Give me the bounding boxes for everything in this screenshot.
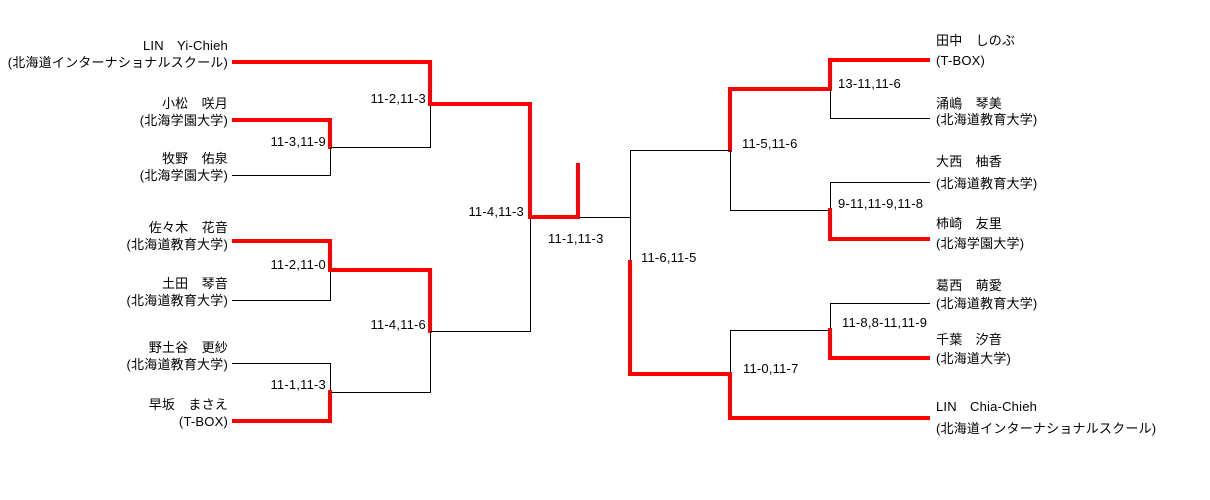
bracket-line bbox=[580, 217, 630, 218]
winner-path-line bbox=[328, 390, 332, 423]
bracket-line bbox=[730, 210, 830, 211]
winner-path-line bbox=[728, 372, 732, 420]
winner-path-line bbox=[828, 208, 832, 241]
player-name: 小松 咲月 bbox=[161, 96, 228, 111]
bracket-line bbox=[630, 150, 631, 263]
player-org: (北海道教育大学) bbox=[936, 296, 1038, 311]
winner-path-line bbox=[530, 215, 580, 219]
bracket-line bbox=[330, 392, 430, 393]
bracket-line bbox=[330, 270, 331, 301]
player-name: 佐々木 花音 bbox=[148, 220, 228, 235]
player-org: (北海道教育大学) bbox=[126, 293, 228, 308]
bracket-line bbox=[430, 331, 530, 332]
bracket-line bbox=[232, 300, 330, 301]
match-score: 11-4,11-6 bbox=[370, 317, 426, 332]
bracket-line bbox=[330, 147, 331, 176]
player-org: (北海道教育大学) bbox=[126, 237, 228, 252]
player-name: LIN Chia-Chieh bbox=[936, 399, 1038, 414]
match-score: 11-4,11-3 bbox=[468, 204, 524, 219]
bracket-line bbox=[730, 330, 731, 375]
winner-path-line bbox=[430, 102, 530, 106]
winner-path-line bbox=[828, 328, 832, 360]
winner-path-line bbox=[232, 60, 430, 64]
bracket-line bbox=[430, 104, 431, 148]
winner-path-line bbox=[830, 237, 930, 241]
winner-path-line bbox=[730, 416, 930, 420]
winner-path-line bbox=[428, 60, 432, 106]
player-name: 千葉 汐音 bbox=[936, 332, 1003, 347]
player-name: 葛西 萌愛 bbox=[936, 278, 1003, 293]
bracket-line bbox=[730, 330, 830, 331]
player-org: (T-BOX) bbox=[936, 53, 986, 68]
player-name: 土田 琴音 bbox=[161, 276, 228, 291]
match-score: 11-8,8-11,11-9 bbox=[842, 315, 928, 330]
winner-path-line bbox=[628, 260, 632, 376]
winner-path-line bbox=[576, 163, 580, 219]
bracket-line bbox=[330, 147, 430, 148]
winner-path-line bbox=[630, 372, 730, 376]
match-score: 9-11,11-9,11-8 bbox=[838, 196, 924, 211]
player-name: 大西 柚香 bbox=[936, 154, 1003, 169]
bracket-line bbox=[830, 118, 930, 119]
player-name: 田中 しのぶ bbox=[936, 33, 1016, 48]
winner-path-line bbox=[728, 87, 732, 152]
player-org: (北海学園大学) bbox=[936, 236, 1025, 251]
match-score: 11-5,11-6 bbox=[742, 136, 798, 151]
player-org: (T-BOX) bbox=[178, 414, 228, 429]
bracket-line bbox=[830, 303, 930, 304]
winner-path-line bbox=[232, 239, 330, 243]
player-name: 牧野 佑泉 bbox=[161, 151, 228, 166]
match-score: 11-1,11-3 bbox=[270, 377, 326, 392]
player-org: (北海道教育大学) bbox=[936, 176, 1038, 191]
player-name: 野土谷 更紗 bbox=[148, 340, 228, 355]
bracket-line bbox=[730, 150, 731, 211]
player-name: 柿崎 友里 bbox=[936, 216, 1003, 231]
winner-path-line bbox=[830, 58, 930, 62]
match-score: 11-6,11-5 bbox=[641, 250, 697, 265]
player-org: (北海道教育大学) bbox=[126, 357, 228, 372]
player-org: (北海学園大学) bbox=[139, 168, 228, 183]
player-org: (北海学園大学) bbox=[139, 113, 228, 128]
match-score: 11-0,11-7 bbox=[743, 361, 799, 376]
bracket-line bbox=[232, 363, 330, 364]
winner-path-line bbox=[830, 356, 930, 360]
bracket-line bbox=[830, 182, 831, 211]
match-score: 11-3,11-9 bbox=[270, 134, 326, 149]
bracket-line bbox=[430, 331, 431, 393]
player-org: (北海道大学) bbox=[936, 351, 1012, 366]
bracket-line bbox=[530, 217, 531, 332]
winner-path-line bbox=[232, 419, 330, 423]
bracket-line bbox=[830, 89, 831, 119]
bracket-line bbox=[830, 303, 831, 331]
winner-path-line bbox=[328, 239, 332, 272]
match-score-final: 11-1,11-3 bbox=[548, 231, 604, 246]
winner-path-line bbox=[330, 268, 430, 272]
winner-path-line bbox=[730, 87, 830, 91]
match-score: 11-2,11-3 bbox=[370, 91, 426, 106]
bracket-line bbox=[232, 175, 330, 176]
winner-path-line bbox=[528, 102, 532, 219]
player-name: 早坂 まさえ bbox=[148, 397, 228, 412]
player-org: (北海道インターナショナルスクール) bbox=[7, 55, 228, 70]
bracket-line bbox=[630, 150, 730, 151]
player-org: (北海道インターナショナルスクール) bbox=[936, 421, 1157, 436]
winner-path-line bbox=[828, 58, 832, 91]
bracket-line bbox=[830, 182, 930, 183]
player-name: 涌嶋 琴美 bbox=[936, 96, 1003, 111]
match-score: 11-2,11-0 bbox=[270, 257, 326, 272]
player-name: LIN Yi-Chieh bbox=[142, 38, 228, 53]
bracket-line bbox=[330, 363, 331, 393]
winner-path-line bbox=[428, 268, 432, 333]
winner-path-line bbox=[232, 118, 330, 122]
match-score: 13-11,11-6 bbox=[838, 76, 901, 91]
player-org: (北海道教育大学) bbox=[936, 112, 1038, 127]
winner-path-line bbox=[328, 118, 332, 149]
